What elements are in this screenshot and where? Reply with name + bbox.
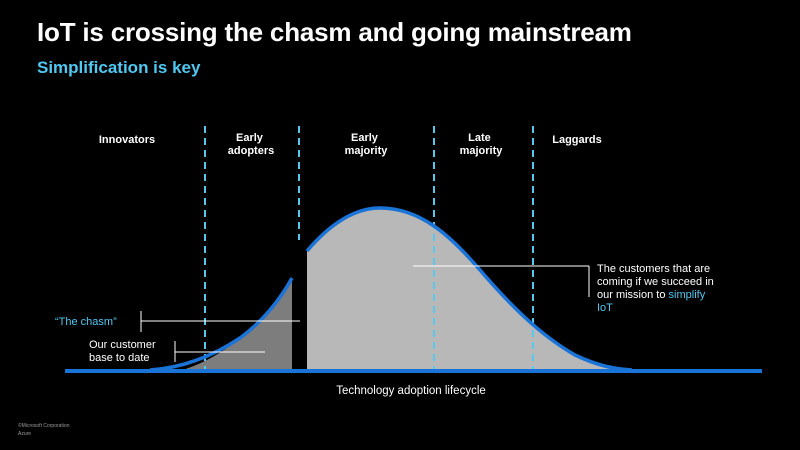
callout-chasm: “The chasm” bbox=[55, 316, 117, 328]
curve-outline-right bbox=[305, 206, 633, 372]
callout-lines bbox=[140, 265, 590, 362]
chasm-gap bbox=[292, 240, 307, 373]
segment-label-laggards: Laggards bbox=[552, 134, 602, 146]
slide-title: IoT is crossing the chasm and going main… bbox=[37, 17, 632, 47]
callout-future-customers: The customers that are coming if we succ… bbox=[597, 263, 717, 314]
curve-fill-majority bbox=[307, 208, 632, 372]
axis-caption: Technology adoption lifecycle bbox=[336, 385, 486, 397]
callout-customer-base: Our customer base to date bbox=[89, 339, 159, 364]
curve-fill-early bbox=[175, 278, 292, 372]
footer-product: Azure bbox=[18, 431, 32, 437]
curve-outline-left bbox=[149, 277, 294, 372]
slide-subtitle: Simplification is key bbox=[37, 58, 201, 77]
segment-label-early-majority: Early majority bbox=[345, 132, 389, 157]
segment-label-late-majority: Late majority bbox=[460, 132, 504, 157]
footer-copyright: ©Microsoft Corporation bbox=[18, 423, 70, 429]
segment-label-early-adopters: Early adopters bbox=[228, 132, 274, 157]
segment-label-innovators: Innovators bbox=[99, 134, 155, 146]
